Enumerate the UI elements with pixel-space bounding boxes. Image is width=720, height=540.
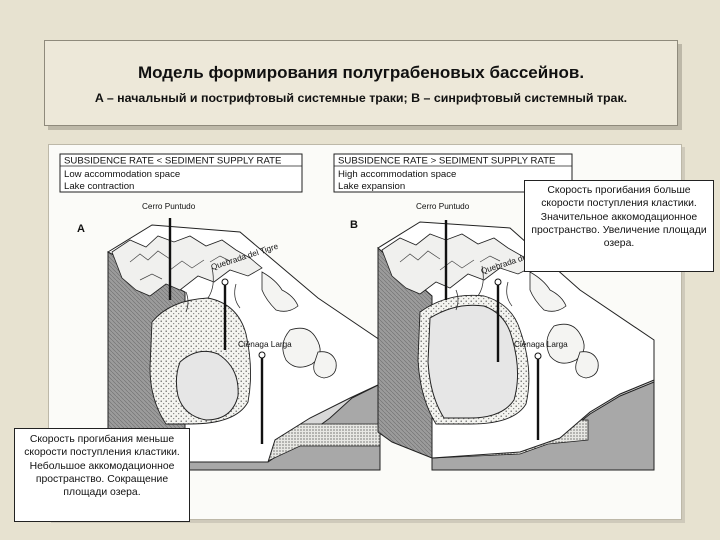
callout-low-accommodation: Скорость прогибания меньше скорости пост… (14, 428, 190, 522)
panel-b-header-line-1: SUBSIDENCE RATE > SEDIMENT SUPPLY RATE (338, 156, 555, 167)
block-diagram-b: SUBSIDENCE RATE > SEDIMENT SUPPLY RATE H… (333, 153, 655, 471)
block-diagram-a: SUBSIDENCE RATE < SEDIMENT SUPPLY RATE L… (59, 153, 381, 471)
panel-a-place-cerro-puntudo: Cerro Puntudo (142, 202, 196, 211)
panel-a-header-line-1: SUBSIDENCE RATE < SEDIMENT SUPPLY RATE (64, 156, 281, 167)
panel-a-place-cienaga-larga: Ciénaga Larga (238, 340, 292, 349)
panel-a-lake (175, 350, 239, 421)
panel-b-header-line-3: Lake expansion (338, 181, 405, 192)
panel-a-letter: A (77, 223, 85, 235)
panel-b-place-cienaga-larga: Ciénaga Larga (514, 340, 568, 349)
title-box: Модель формирования полуграбеновых бассе… (44, 40, 678, 126)
panel-b-letter: B (350, 219, 358, 231)
page-title: Модель формирования полуграбеновых бассе… (137, 63, 585, 82)
panel-b-lake (427, 304, 518, 419)
panel-a-header-line-3: Lake contraction (64, 181, 134, 192)
panel-a-header-box (59, 153, 303, 193)
callout-high-accommodation: Скорость прогибания больше скорости пост… (524, 180, 714, 272)
panel-b-place-cerro-puntudo: Cerro Puntudo (416, 202, 470, 211)
page-subtitle: A – начальный и пострифтовый системные т… (94, 91, 628, 105)
panel-a-header-line-2: Low accommodation space (64, 169, 180, 180)
panel-b-header-line-2: High accommodation space (338, 169, 456, 180)
